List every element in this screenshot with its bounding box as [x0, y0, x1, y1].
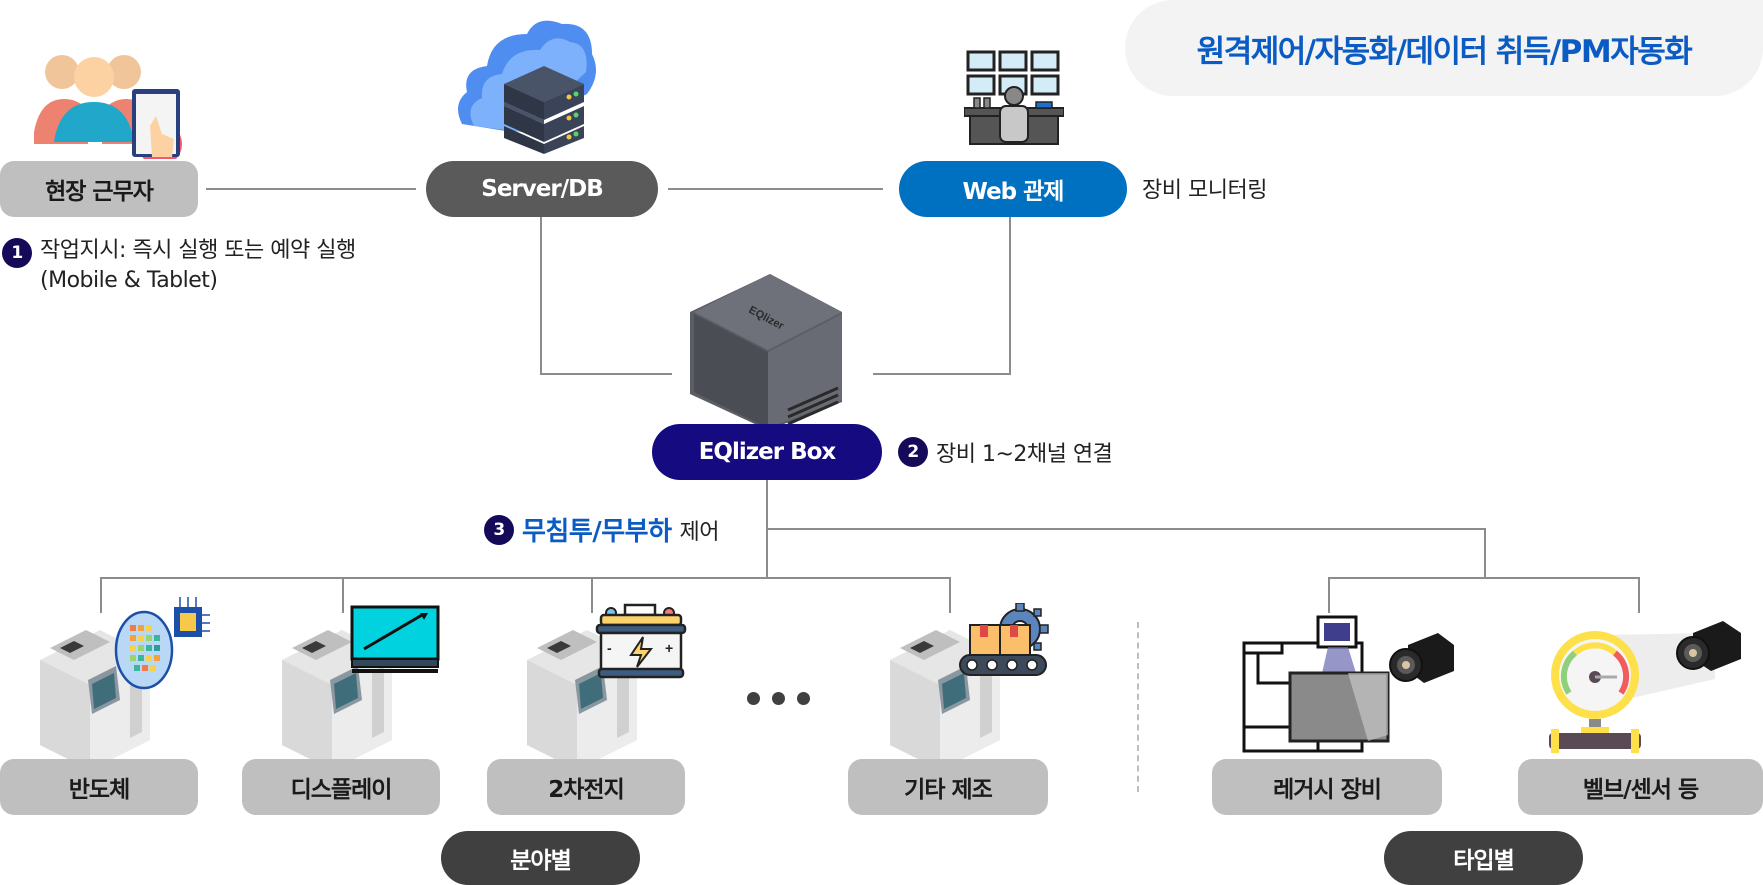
connector-upper-bus: [766, 528, 1485, 530]
group-label-by-field-text: 분야별: [510, 848, 571, 874]
connector-type-drop: [1484, 528, 1486, 578]
web-control-note-text: 장비 모니터링: [1142, 178, 1267, 203]
battery-icon: - +: [595, 603, 687, 679]
web-control-node: Web 관제: [899, 161, 1127, 217]
group-label-by-type: 타입별: [1384, 831, 1583, 885]
web-control-note: 장비 모니터링: [1142, 172, 1267, 204]
connector-server-web: [668, 188, 883, 190]
display-monitor-icon: [350, 605, 440, 673]
step-1: 1 작업지시: 즉시 실행 또는 예약 실행 (Mobile & Tablet): [2, 236, 356, 296]
field-worker-node: 현장 근무자: [0, 161, 198, 217]
connector-drop-battery: [591, 577, 593, 613]
category-semiconductor-label: 반도체: [68, 777, 130, 803]
svg-text:-: -: [607, 640, 612, 656]
step-3-highlight: 무침투/무부하: [522, 517, 672, 547]
section-divider: [1137, 622, 1139, 792]
category-battery: 2차전지: [487, 759, 685, 815]
server-db-label: Server/DB: [481, 176, 603, 202]
category-display: 디스플레이: [242, 759, 440, 815]
connector-web-down: [1009, 217, 1011, 374]
gauge-camera-icon: [1549, 621, 1741, 753]
connector-drop-semiconductor: [100, 577, 102, 613]
step-1-text: 작업지시: 즉시 실행 또는 예약 실행: [40, 238, 356, 263]
connector-worker-server: [206, 188, 416, 190]
title-banner: 원격제어/자동화/데이터 취득/PM자동화: [1125, 0, 1763, 96]
eqlizer-box-node: EQlizer Box: [652, 424, 882, 480]
eqlizer-box-label: EQlizer Box: [698, 439, 837, 465]
category-valve-sensor: 벨브/센서 등: [1518, 759, 1763, 815]
eqlizer-box-icon: EQlizer: [690, 274, 842, 430]
step-2: 2 장비 1~2채널 연결: [898, 436, 1113, 468]
connector-server-down: [540, 217, 542, 374]
category-legacy-equipment: 레거시 장비: [1212, 759, 1442, 815]
category-valve-label: 벨브/센서 등: [1582, 777, 1699, 803]
connector-field-bus: [100, 577, 951, 579]
step-3-badge: 3: [484, 514, 514, 545]
connector-drop-other: [949, 577, 951, 613]
field-worker-label: 현장 근무자: [45, 179, 154, 205]
step-2-text: 장비 1~2채널 연결: [936, 442, 1113, 467]
step-1-subtext: (Mobile & Tablet): [40, 268, 218, 293]
connector-drop-valve: [1638, 577, 1640, 613]
monitoring-room-icon: [964, 50, 1064, 145]
connector-drop-legacy: [1328, 577, 1330, 613]
connector-web-box: [873, 373, 1011, 375]
step-1-badge: 1: [2, 238, 32, 268]
page-title: 원격제어/자동화/데이터 취득/PM자동화: [1196, 33, 1693, 70]
connector-server-box: [540, 373, 672, 375]
field-worker-icon: [34, 55, 182, 159]
step-3: 3 무침투/무부하 제어: [484, 511, 720, 548]
category-other-manufacturing: 기타 제조: [848, 759, 1048, 815]
group-label-by-type-text: 타입별: [1453, 848, 1514, 874]
step-2-badge: 2: [898, 437, 928, 467]
category-semiconductor: 반도체: [0, 759, 198, 815]
web-control-label: Web 관제: [962, 179, 1065, 205]
step-3-text: 제어: [679, 519, 720, 545]
cloud-server-icon: [458, 20, 596, 154]
legacy-equipment-camera-icon: [1242, 615, 1454, 753]
conveyor-gear-icon: [959, 603, 1049, 676]
category-display-label: 디스플레이: [290, 777, 393, 803]
group-label-by-field: 분야별: [441, 831, 640, 885]
connector-type-bus: [1328, 577, 1640, 579]
connector-drop-display: [342, 577, 344, 613]
more-fields-ellipsis: [747, 692, 810, 705]
category-battery-label: 2차전지: [548, 777, 624, 803]
category-legacy-label: 레거시 장비: [1273, 777, 1382, 803]
category-other-label: 기타 제조: [904, 777, 993, 803]
svg-text:+: +: [665, 640, 673, 656]
wafer-chip-icon: [114, 597, 210, 690]
server-db-node: Server/DB: [426, 161, 658, 217]
